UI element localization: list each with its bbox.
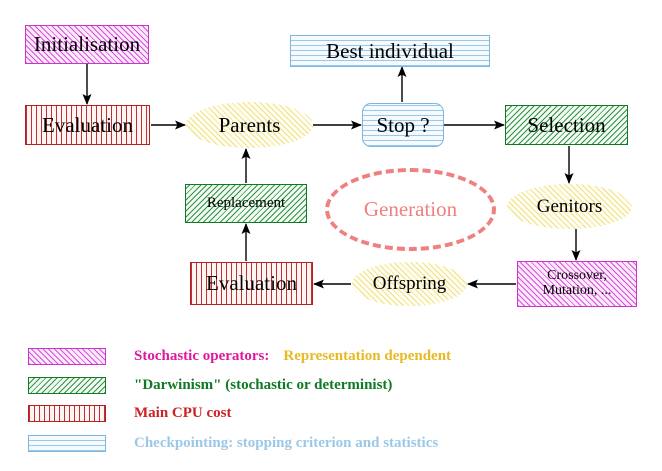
node-replacement[interactable]: Replacement <box>185 184 307 223</box>
node-parents[interactable]: Parents <box>186 102 313 148</box>
legend-row-checkpointing: Checkpointing: stopping criterion and st… <box>28 435 438 452</box>
legend-label-darwinism: "Darwinism" (stochastic or determinist) <box>134 377 393 393</box>
legend-swatch-cpu-cost <box>28 405 106 422</box>
node-evaluation-top-label: Evaluation <box>42 112 133 137</box>
node-stop-label: Stop ? <box>376 112 430 137</box>
node-crossover-mutation[interactable]: Crossover, Mutation, ... <box>517 261 637 307</box>
legend-row-stochastic: Stochastic operators: Representation depe… <box>28 348 451 365</box>
node-genitors-label: Genitors <box>536 195 603 217</box>
legend-label-cpu-cost: Main CPU cost <box>134 405 232 421</box>
node-parents-label: Parents <box>218 112 281 137</box>
node-best-individual-label: Best individual <box>326 38 454 63</box>
node-best-individual[interactable]: Best individual <box>290 35 490 67</box>
node-offspring[interactable]: Offspring <box>352 262 467 306</box>
node-initialisation[interactable]: Initialisation <box>25 25 149 64</box>
node-evaluation-bottom[interactable]: Evaluation <box>190 262 313 305</box>
node-generation: Generation <box>325 168 496 251</box>
node-initialisation-label: Initialisation <box>33 32 141 57</box>
node-selection[interactable]: Selection <box>505 105 628 145</box>
node-evaluation-bottom-label: Evaluation <box>206 271 297 296</box>
legend-label-checkpointing: Checkpointing: stopping criterion and st… <box>134 435 439 451</box>
node-crossover-mutation-label: Crossover, Mutation, ... <box>542 268 612 298</box>
legend-label-representation-dependent: Representation dependent <box>283 348 452 364</box>
legend-row-darwinism: "Darwinism" (stochastic or determinist) <box>28 377 392 394</box>
legend-row-cpu-cost: Main CPU cost <box>28 405 232 422</box>
node-replacement-label: Replacement <box>206 194 286 211</box>
legend-swatch-checkpointing <box>28 435 106 452</box>
node-generation-label: Generation <box>363 197 458 221</box>
legend-label-stochastic: Stochastic operators: Representation depe… <box>134 348 451 365</box>
node-offspring-label: Offspring <box>372 273 447 295</box>
legend-swatch-stochastic <box>28 348 106 365</box>
node-stop[interactable]: Stop ? <box>362 103 444 147</box>
node-selection-label: Selection <box>527 112 606 137</box>
node-genitors[interactable]: Genitors <box>507 184 632 229</box>
legend-swatch-darwinism <box>28 377 106 394</box>
legend-label-stochastic-text: Stochastic operators: <box>134 348 270 364</box>
node-evaluation-top[interactable]: Evaluation <box>25 105 150 145</box>
